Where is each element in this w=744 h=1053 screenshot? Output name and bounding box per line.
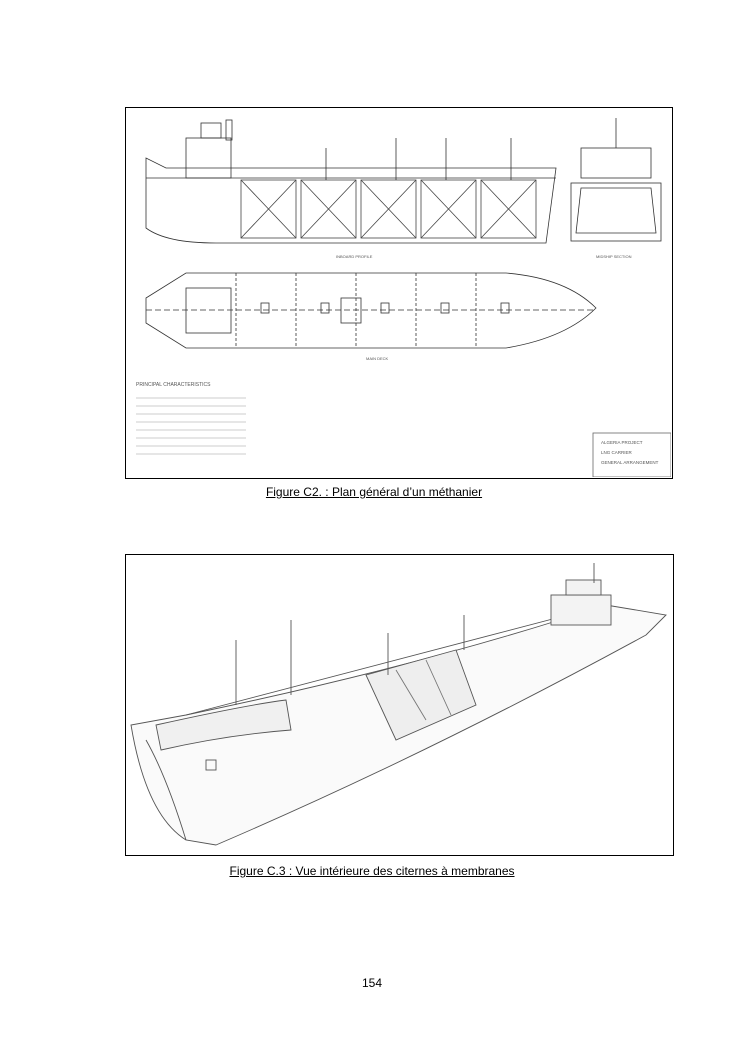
title-block-line-3: GENERAL ARRANGEMENT (601, 460, 659, 465)
section-label: MIDSHIP SECTION (596, 254, 632, 259)
characteristics-title: PRINCIPAL CHARACTERISTICS (136, 382, 211, 388)
general-arrangement-drawing: INBOARD PROFILE MIDSHIP SECTION MAIN DEC… (125, 107, 673, 479)
deck-label: MAIN DECK (366, 356, 389, 361)
page-number: 154 (361, 976, 383, 990)
title-block-line-2: LNG CARRIER (601, 450, 633, 455)
profile-label: INBOARD PROFILE (336, 254, 373, 259)
membrane-tank-illustration (125, 554, 674, 856)
figure-caption: Figure C.3 : Vue intérieure des citernes… (229, 864, 515, 878)
title-block-line-1: ALGERIA PROJECT (601, 440, 643, 445)
figure-caption: Figure C2. : Plan général d’un méthanier (265, 485, 483, 499)
